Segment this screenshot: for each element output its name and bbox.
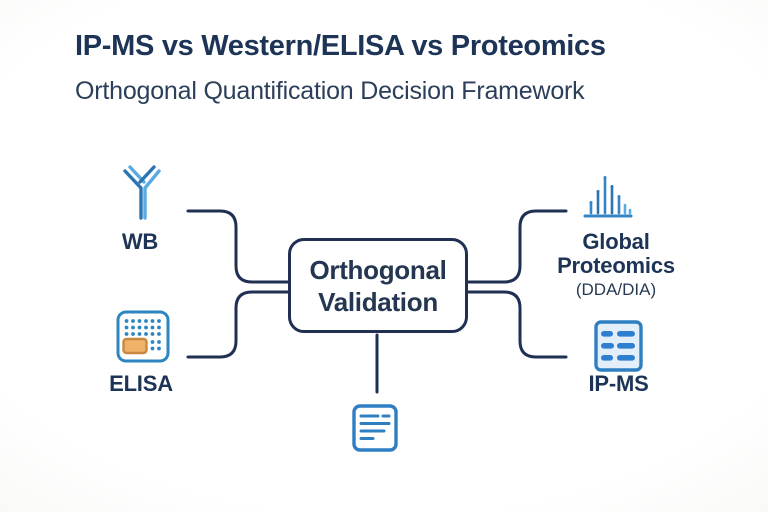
node-label-global-line1: Global: [582, 229, 650, 254]
connector-wb-to-center: [186, 209, 290, 284]
node-label-global-line2: Proteomics: [557, 253, 675, 278]
microplate-icon: [116, 310, 170, 363]
center-node-label-line2: Validation: [318, 286, 438, 317]
page-title: IP-MS vs Western/ELISA vs Proteomics: [75, 30, 606, 62]
node-label-ipms: IP-MS: [588, 371, 649, 396]
connector-center-to-ipms: [466, 290, 568, 359]
protein-list-icon: [594, 320, 643, 372]
connector-elisa-to-center: [186, 290, 290, 359]
antibody-icon: [123, 165, 161, 220]
center-node-orthogonal-validation: Orthogonal Validation: [288, 238, 468, 333]
mass-spectrum-icon: [583, 176, 633, 218]
center-node-label-line1: Orthogonal: [309, 254, 447, 285]
document-icon: [352, 404, 398, 452]
node-label-elisa: ELISA: [109, 371, 173, 396]
node-sublabel-dda-dia: (DDA/DIA): [575, 280, 657, 299]
page-subtitle: Orthogonal Quantification Decision Frame…: [75, 77, 585, 105]
node-label-global-proteomics: Global Proteomics (DDA/DIA): [546, 230, 686, 300]
node-label-wb: WB: [121, 229, 159, 254]
connector-center-to-global: [466, 209, 568, 284]
